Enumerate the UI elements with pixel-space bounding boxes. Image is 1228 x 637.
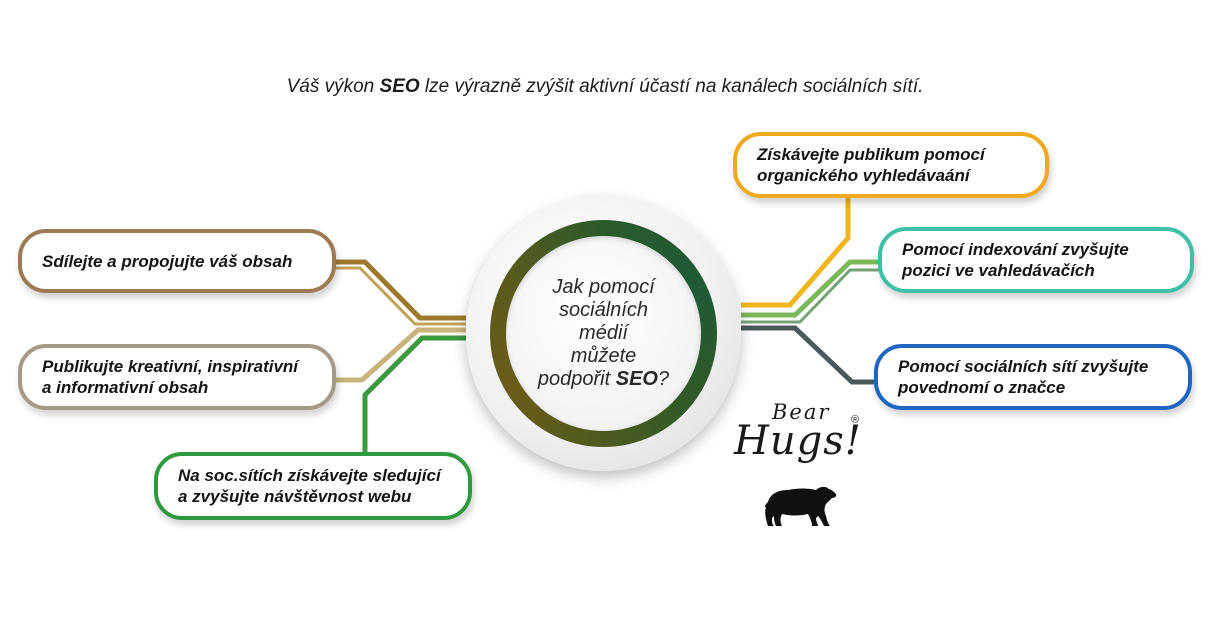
bear-hugs-logo: Bear Hugs! ®: [732, 398, 867, 538]
center-line-3: médií: [579, 322, 628, 344]
logo-word-hugs: Hugs!: [734, 418, 862, 464]
center-line-2: sociálních: [559, 299, 648, 321]
logo-word-bear: Bear: [772, 400, 831, 424]
right-item-1-line2: organického vyhledávaání: [757, 166, 970, 185]
center-line-5-suffix: ?: [657, 368, 670, 390]
logo-registered-mark: ®: [851, 414, 860, 426]
right-item-3-line1: Pomocí sociálních sítí zvyšujte: [898, 357, 1149, 376]
center-line-1: Jak pomocí: [552, 276, 655, 298]
center-line-5: podpořit SEO?: [538, 368, 669, 391]
center-question: Jak pomocí sociálních médií můžete podpo…: [506, 236, 701, 431]
right-item-2-line1: Pomocí indexování zvyšujte: [902, 240, 1129, 259]
headline-prefix: Váš výkon: [286, 76, 380, 97]
headline-suffix: lze výrazně zvýšit aktivní účastí na kan…: [419, 76, 924, 97]
left-item-1-line1: Sdílejte a propojujte váš obsah: [42, 251, 293, 271]
right-item-3: Pomocí sociálních sítí zvyšujte povednom…: [874, 344, 1192, 410]
bear-icon: [765, 486, 837, 526]
right-item-1-line1: Získávejte publikum pomocí: [757, 145, 985, 164]
connector-left-1: [332, 259, 466, 321]
connector-left-3: [362, 335, 466, 490]
connector-right-2: [741, 259, 882, 318]
right-item-2-line2: pozici ve vahledávačích: [902, 261, 1095, 280]
connector-right-1: [741, 196, 851, 308]
right-item-1: Získávejte publikum pomocí organického v…: [733, 132, 1049, 198]
left-item-1: Sdílejte a propojujte váš obsah: [18, 229, 336, 293]
left-item-2: Publikujte kreativní, inspirativní a inf…: [18, 344, 336, 410]
left-item-2-line2: a informativní obsah: [42, 378, 209, 397]
connector-left-1b: [332, 266, 466, 326]
center-line-4: můžete: [570, 345, 637, 367]
left-item-3-line1: Na soc.sítích získávejte sledující: [178, 466, 441, 485]
connector-right-2b: [741, 268, 882, 324]
headline: Váš výkon SEO lze výrazně zvýšit aktivní…: [0, 76, 1210, 98]
center-line-5-bold: SEO: [615, 368, 658, 390]
headline-bold: SEO: [379, 76, 420, 97]
left-item-3: Na soc.sítích získávejte sledující a zvy…: [154, 452, 472, 520]
left-item-2-line1: Publikujte kreativní, inspirativní: [42, 357, 299, 376]
right-item-3-line2: povednomí o značce: [898, 378, 1066, 397]
connector-right-3: [741, 325, 878, 385]
center-line-5-prefix: podpořit: [537, 368, 616, 390]
connector-left-2: [336, 327, 466, 383]
left-item-3-line2: a zvyšujte návštěvnost webu: [178, 487, 412, 506]
right-item-2: Pomocí indexování zvyšujte pozici ve vah…: [878, 227, 1194, 293]
